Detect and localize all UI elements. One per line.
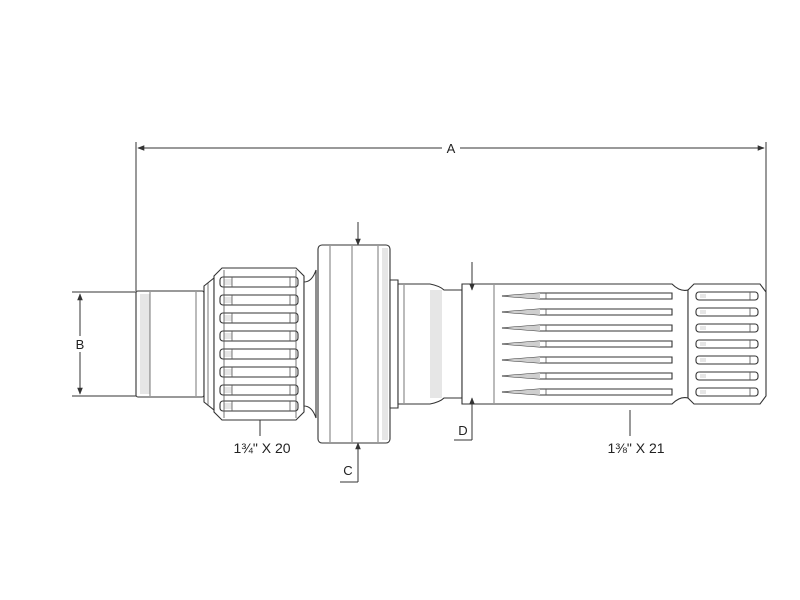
rear-spline-label: 1⅜" X 21 <box>607 440 664 456</box>
end-tooth-shade <box>700 390 706 394</box>
front-tooth-shade <box>224 403 232 409</box>
dimension-b: B <box>72 291 136 397</box>
rear-groove-taper <box>502 325 540 331</box>
rear-groove-taper <box>502 309 540 315</box>
end-spline-tooth <box>695 371 759 381</box>
end-spline-tooth <box>695 307 759 317</box>
front-spline-callout: 1¾" X 20 <box>233 420 291 456</box>
front-spline-label: 1¾" X 20 <box>233 440 290 456</box>
end-spline-tooth <box>695 387 759 397</box>
collar <box>317 244 391 444</box>
dimension-a: A <box>135 140 767 292</box>
front-tooth-shade <box>224 387 232 393</box>
front-tooth-shade <box>224 369 232 375</box>
front-spline-tooth <box>219 366 299 378</box>
front-spline-tooth <box>219 312 299 324</box>
front-spline-tooth <box>219 400 299 412</box>
end-tooth-shade <box>700 294 706 298</box>
dimension-d-label: D <box>458 423 467 438</box>
front-tooth-shade <box>224 279 232 285</box>
rear-groove-taper <box>502 373 540 379</box>
rear-groove-taper <box>502 341 540 347</box>
end-tooth-shade <box>700 326 706 330</box>
end-tooth-shade <box>700 374 706 378</box>
end-tooth-shade <box>700 342 706 346</box>
front-spline-tooth <box>219 384 299 396</box>
rear-end-spline-teeth <box>695 291 759 397</box>
end-tooth-shade <box>700 358 706 362</box>
rear-end-spline <box>687 283 767 405</box>
front-neck <box>303 269 317 419</box>
dimension-c: C <box>340 222 361 483</box>
end-spline-tooth <box>695 291 759 301</box>
front-tooth-shade <box>224 351 232 357</box>
end-spline-tooth <box>695 323 759 333</box>
dimension-c-label: C <box>343 463 352 478</box>
dimension-a-label: A <box>447 141 456 156</box>
front-spline-tooth <box>219 276 299 288</box>
shaft-body <box>389 279 463 409</box>
front-spline <box>213 267 305 421</box>
rear-spline-teeth <box>493 285 673 403</box>
rear-spline-callout: 1⅜" X 21 <box>607 410 665 456</box>
front-tooth-shade <box>224 333 232 339</box>
end-spline-tooth <box>695 355 759 365</box>
rear-groove-taper <box>502 293 540 299</box>
rear-groove-taper <box>502 357 540 363</box>
rear-groove-taper <box>502 389 540 395</box>
front-spline-tooth <box>219 348 299 360</box>
front-spline-shoulder <box>203 276 215 412</box>
end-tooth-shade <box>700 310 706 314</box>
pilot-stub <box>135 290 205 398</box>
dimension-d: D <box>454 262 475 441</box>
front-tooth-shade <box>224 315 232 321</box>
front-spline-tooth <box>219 330 299 342</box>
dimension-b-label: B <box>76 337 85 352</box>
rear-spline <box>461 283 689 405</box>
end-spline-tooth <box>695 339 759 349</box>
front-spline-tooth <box>219 294 299 306</box>
front-tooth-shade <box>224 297 232 303</box>
front-spline-teeth <box>219 270 299 418</box>
